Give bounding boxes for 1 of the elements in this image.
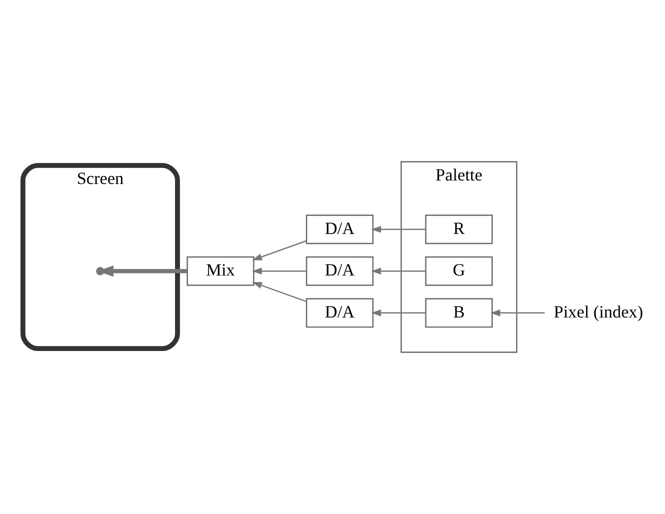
node-text: Pixel (index) [554,302,644,322]
